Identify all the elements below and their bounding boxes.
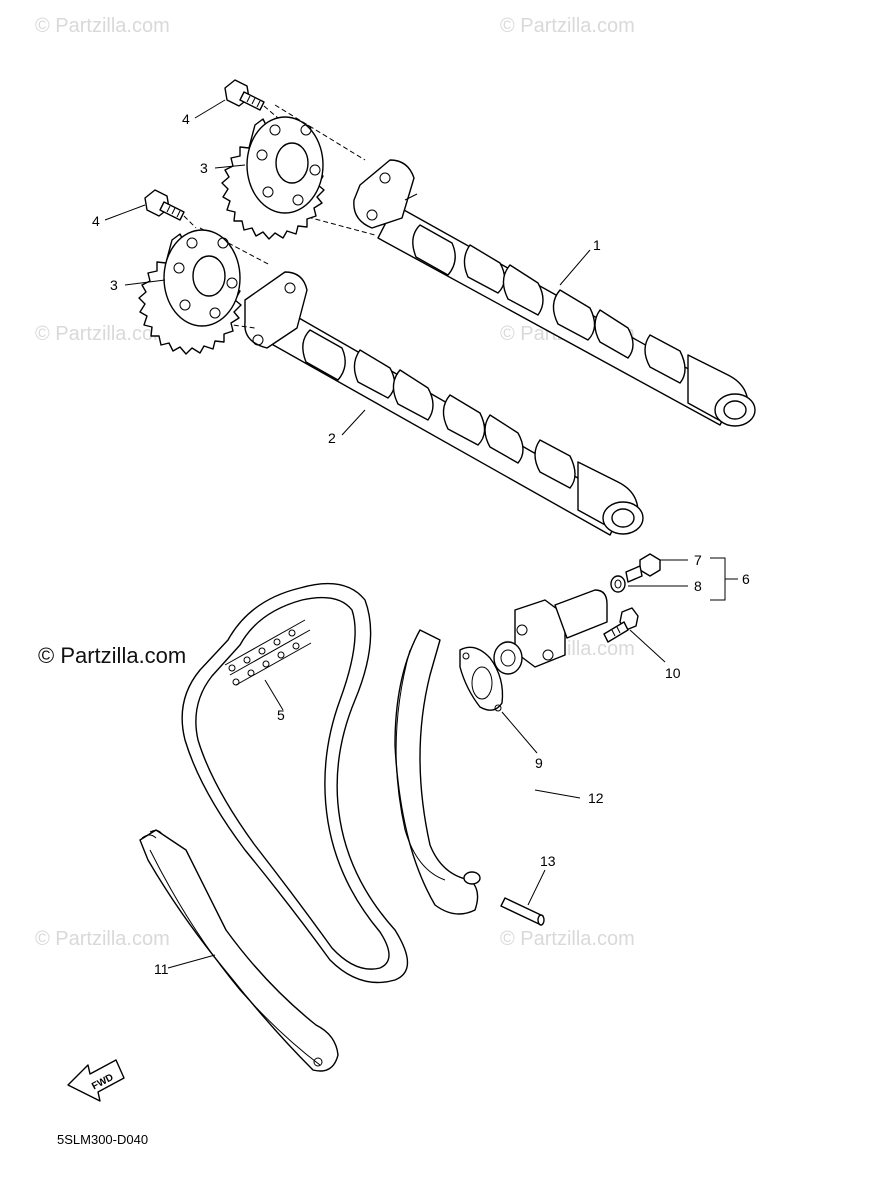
sprocket-bolt-lower (144, 189, 197, 229)
diagram-code: 5SLM300-D040 (57, 1132, 148, 1147)
callout-1: 1 (593, 237, 601, 253)
callout-8: 8 (694, 578, 702, 594)
watermark-bottom-left: © Partzilla.com (35, 928, 170, 950)
callout-9: 9 (535, 755, 543, 771)
callout-13: 13 (540, 853, 556, 869)
cam-sprocket-upper (221, 104, 376, 240)
chain-guide-12 (394, 629, 481, 915)
callout-10: 10 (665, 665, 681, 681)
fwd-arrow-icon: FWD (67, 1059, 125, 1102)
cam-sprocket-lower (138, 227, 271, 355)
callout-11: 11 (154, 961, 169, 977)
gasket-washer-8 (610, 575, 626, 593)
camshaft-2 (244, 271, 644, 536)
watermark-bottom-right: © Partzilla.com (500, 928, 635, 950)
timing-chain (181, 582, 409, 984)
callout-7: 7 (694, 552, 702, 568)
callout-12: 12 (588, 790, 604, 806)
camshaft-1 (353, 159, 756, 427)
watermark-mid-left: © Partzilla.com (35, 323, 170, 345)
callout-5: 5 (277, 707, 285, 723)
callout-6: 6 (742, 571, 750, 587)
leader-lines (104, 99, 738, 969)
watermark-main: © Partzilla.com (38, 643, 186, 668)
callouts: 1 2 3 3 4 4 5 6 7 8 9 10 11 12 13 (92, 111, 750, 977)
callout-3-upper: 3 (200, 160, 208, 176)
guide-pin-13 (500, 897, 545, 926)
watermark-top-right: © Partzilla.com (500, 15, 635, 37)
tensioner-bolt-10 (603, 607, 639, 643)
sprocket-bolt-upper (224, 79, 279, 119)
callout-4-upper: 4 (182, 111, 190, 127)
callout-3-lower: 3 (110, 277, 118, 293)
callout-4-lower: 4 (92, 213, 100, 229)
tensioner-bolt-7 (625, 553, 661, 583)
tensioner-gasket-9 (459, 646, 504, 712)
chain-tensioner (493, 589, 608, 675)
chain-guide-11 (139, 829, 339, 1072)
callout-2: 2 (328, 430, 336, 446)
watermark-top-left: © Partzilla.com (35, 15, 170, 37)
